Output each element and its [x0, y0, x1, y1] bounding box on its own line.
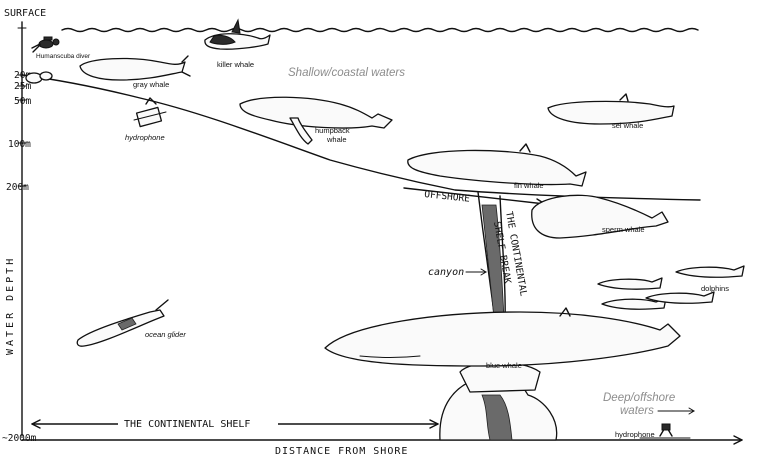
shelf-arrowhead-right — [429, 419, 439, 429]
tick-label-25m: 25m — [14, 81, 31, 92]
sei-whale-icon — [547, 93, 675, 125]
offshore-arrow — [403, 187, 546, 205]
humpback-label-2: whale — [326, 135, 347, 144]
shelf-break-right — [499, 195, 506, 321]
distance-axis-arrowhead — [733, 435, 743, 445]
ocean-glider-icon — [76, 299, 169, 347]
gray-whale-icon — [79, 55, 191, 81]
seamount — [439, 361, 558, 441]
deep-zone-arrowhead — [688, 407, 695, 415]
hydrophone-deep-icon — [639, 423, 691, 439]
distance-axis-title: DISTANCE FROM SHORE — [275, 446, 408, 457]
dolphins-icon — [597, 265, 745, 310]
shelf-arrowhead-left — [31, 419, 41, 429]
hydrophone-shallow-icon — [133, 97, 167, 128]
scuba-diver-icon — [31, 36, 60, 53]
offshore-label: OFFSHORE — [424, 189, 471, 205]
killer-whale-icon — [204, 18, 271, 50]
gray-whale-label: gray whale — [133, 80, 169, 89]
blue-whale-label: blue whale — [486, 361, 522, 370]
tick-label-2000m: ~2000m — [2, 433, 37, 444]
shelf-label-bg — [118, 416, 278, 430]
diver-label: Humanscuba diver — [36, 53, 91, 60]
shallow-zone-label: Shallow/coastal waters — [288, 67, 405, 79]
tick-label-200m: 200m — [6, 182, 29, 193]
seabed-profile — [21, 74, 701, 201]
deep-zone-label-1: Deep/offshore — [603, 392, 675, 404]
humpback-label-1: humpback — [315, 126, 350, 135]
deep-zone-label-2: waters — [620, 405, 654, 417]
continental-shelf-label: THE CONTINENTAL SHELF — [124, 419, 250, 430]
fin-whale-label: fin whale — [514, 181, 544, 190]
humpback-whale-icon — [239, 96, 393, 145]
killer-whale-label: killer whale — [217, 60, 254, 69]
dolphins-label: dolphins — [701, 284, 729, 293]
fin-whale-icon — [407, 143, 587, 187]
shore-rocks — [25, 71, 53, 84]
hydrophone-deep-label: hydrophone — [615, 430, 655, 439]
hydrophone-shallow-label: hydrophone — [125, 133, 165, 142]
blue-whale-icon — [324, 307, 681, 367]
sei-whale-label: sei whale — [612, 121, 643, 130]
depth-axis-title: WATER DEPTH — [5, 256, 16, 355]
tick-label-100m: 100m — [8, 139, 31, 150]
sea-surface-line — [61, 27, 699, 33]
sperm-whale-label: sperm whale — [602, 225, 645, 234]
sperm-whale-icon — [531, 194, 669, 239]
canyon-label: canyon — [428, 267, 464, 278]
tick-label-surface: SURFACE — [4, 8, 46, 19]
ocean-glider-label: ocean glider — [145, 330, 186, 339]
tick-label-50m: 50m — [14, 96, 31, 107]
canyon-pointer-head — [480, 268, 487, 276]
